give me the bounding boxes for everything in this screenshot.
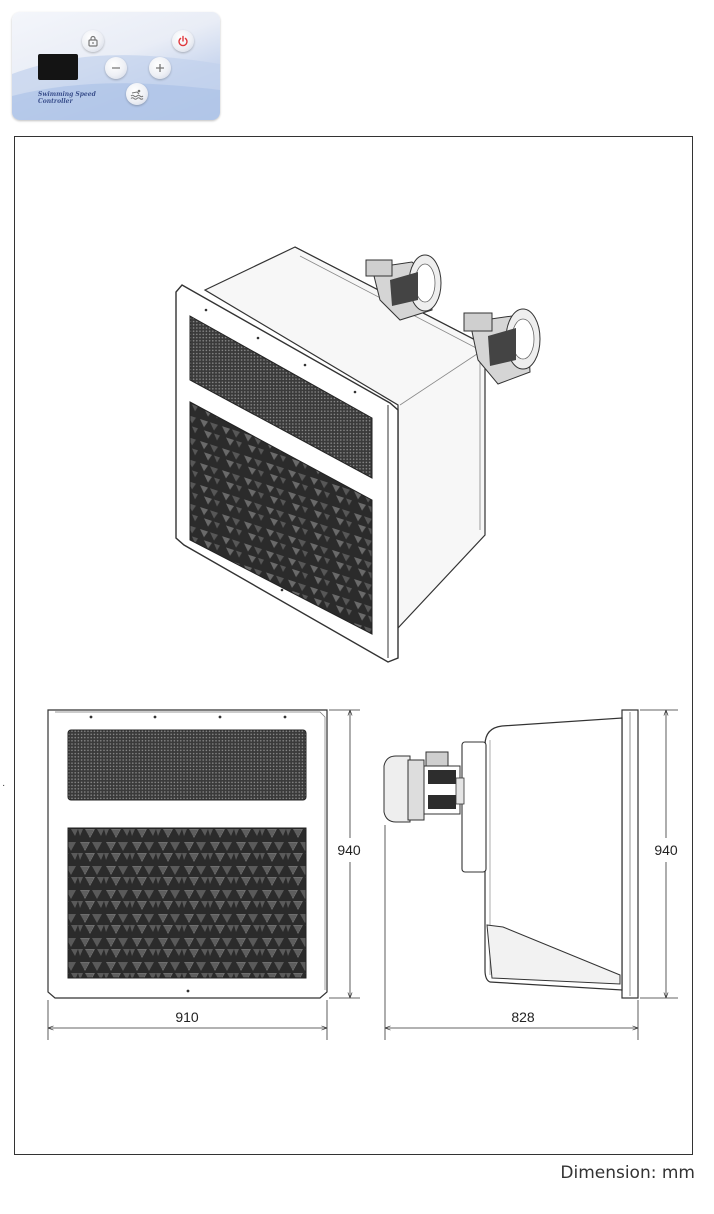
iso-motor-upper <box>365 254 442 321</box>
isometric-view <box>175 246 541 663</box>
front-lower-grille <box>67 827 307 979</box>
speed-display <box>38 54 78 80</box>
front-width-label: 910 <box>175 1009 199 1025</box>
power-icon <box>178 35 188 47</box>
brand-line-1: Swimming Speed <box>38 91 96 98</box>
iso-lower-grille <box>189 401 373 635</box>
side-housing <box>484 717 623 991</box>
brand-line-2: Controller <box>38 98 73 105</box>
side-height-dimension: 940 <box>640 709 678 999</box>
lock-icon <box>88 35 98 47</box>
lock-button[interactable] <box>82 30 104 52</box>
front-height-label: 940 <box>337 842 361 858</box>
minus-icon <box>112 67 120 69</box>
side-view <box>383 709 639 999</box>
side-bracket <box>486 924 621 985</box>
minus-button[interactable] <box>105 57 127 79</box>
front-width-dimension: 910 <box>47 1000 328 1040</box>
iso-upper-grille <box>189 315 373 479</box>
front-upper-grille <box>67 729 307 801</box>
plus-button[interactable] <box>149 57 171 79</box>
units-caption: Dimension: mm <box>560 1163 695 1183</box>
swim-mode-button[interactable] <box>126 83 148 105</box>
side-height-label: 940 <box>654 842 678 858</box>
stray-mark: · <box>2 780 6 791</box>
front-height-dimension: 940 <box>329 709 361 999</box>
side-depth-dimension: 828 <box>384 825 639 1040</box>
speed-controller-panel: Swimming Speed Controller <box>12 12 220 120</box>
side-depth-label: 828 <box>511 1009 535 1025</box>
controller-brand-label: Swimming Speed Controller <box>38 91 96 105</box>
power-button[interactable] <box>172 30 194 52</box>
swim-waves-icon <box>130 89 144 100</box>
side-motor <box>383 751 465 823</box>
front-view <box>47 709 328 999</box>
plus-icon <box>156 64 164 72</box>
drawing-frame <box>14 136 693 1155</box>
iso-motor-lower <box>463 308 541 385</box>
